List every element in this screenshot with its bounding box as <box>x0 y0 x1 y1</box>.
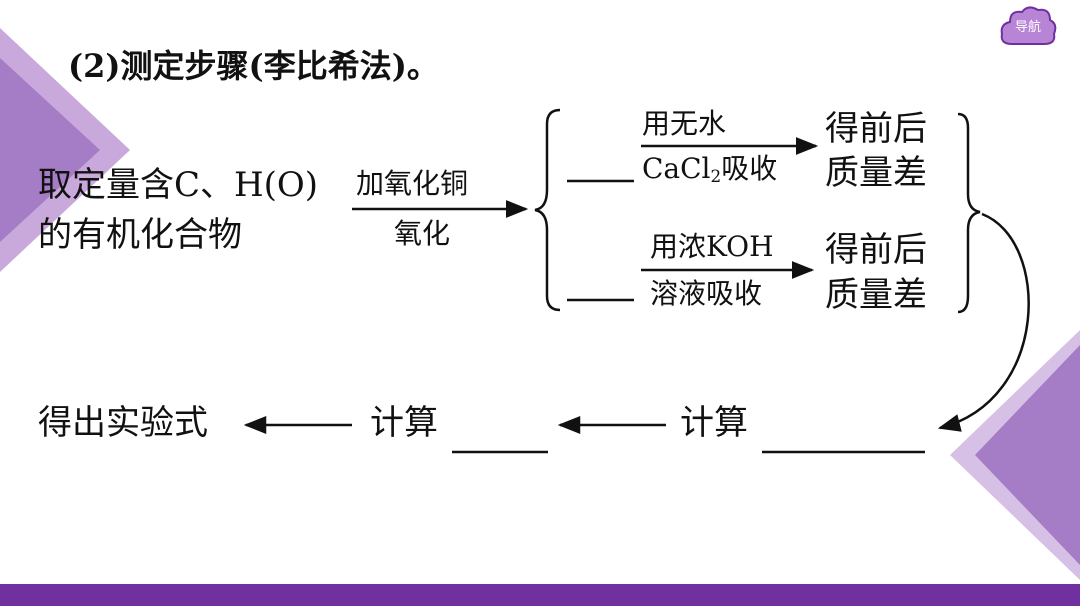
start-line1: 取定量含C、H(O) <box>38 165 319 205</box>
right-triangle-dark <box>975 345 1080 565</box>
empirical-formula-label: 得出实验式 <box>38 403 208 443</box>
lower-result-line2: 质量差 <box>825 275 927 315</box>
nav-label: 导航 <box>1014 20 1041 35</box>
upper-branch-above-label: 用无水 <box>642 107 727 140</box>
lower-branch-above-label: 用浓KOH <box>650 230 774 263</box>
left-triangle-dark <box>0 58 100 242</box>
section-title: (2)测定步骤(李比希法)。 <box>68 47 439 85</box>
calc-right-label: 计算 <box>680 403 748 443</box>
start-line2: 的有机化合物 <box>38 215 242 255</box>
lower-branch-below-label: 溶液吸收 <box>650 277 763 310</box>
right-brace <box>957 112 981 314</box>
cloud-icon <box>1000 6 1057 45</box>
lower-result-line1: 得前后 <box>825 230 927 270</box>
left-brace <box>534 108 561 312</box>
oxidize-below-label: 氧化 <box>394 217 451 250</box>
curved-arrow <box>937 212 1030 432</box>
bottom-accent-bar <box>0 584 1080 606</box>
nav-button[interactable]: 导航 <box>998 4 1058 54</box>
oxidize-above-label: 加氧化铜 <box>356 167 469 200</box>
calc-left-label: 计算 <box>370 403 438 443</box>
upper-branch-below-label: CaCl2吸收 <box>642 152 778 186</box>
upper-result-line2: 质量差 <box>825 153 927 193</box>
upper-result-line1: 得前后 <box>825 109 927 149</box>
